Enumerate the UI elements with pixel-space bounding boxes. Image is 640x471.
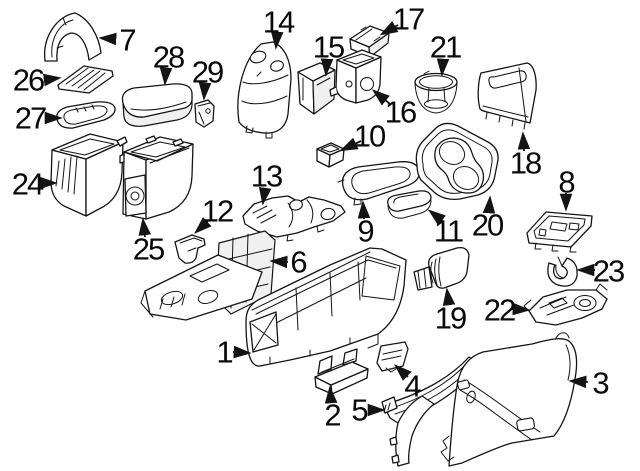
part-18-illustration (477, 62, 537, 130)
callout-label-12: 12 (201, 193, 235, 229)
callout-label-14: 14 (262, 4, 296, 40)
callout-arrow-29 (198, 82, 212, 101)
callout-arrow-22 (511, 302, 531, 316)
part-20-illustration (415, 122, 499, 200)
part-12-illustration (174, 234, 206, 264)
callout-arrow-28 (159, 67, 173, 86)
callout-arrow-2 (324, 385, 338, 404)
callout-arrow-10 (339, 137, 362, 152)
callout-label-10: 10 (353, 118, 387, 154)
part-24-illustration (50, 133, 128, 217)
callout-arrow-4 (394, 364, 412, 381)
callout-label-16: 16 (384, 94, 418, 130)
callout-label-13: 13 (250, 158, 284, 194)
callout-label-17: 17 (392, 1, 426, 37)
callout-label-26: 26 (12, 62, 46, 98)
part-25-illustration (119, 135, 194, 220)
callout-label-22: 22 (483, 292, 517, 328)
callout-label-4: 4 (404, 368, 421, 404)
part-6-illustration (140, 230, 276, 321)
part-15-illustration (297, 62, 336, 115)
callout-label-7: 7 (119, 22, 136, 58)
part-8-illustration (526, 211, 593, 253)
part-3-illustration (440, 332, 578, 467)
part-19-illustration (413, 247, 470, 291)
callout-label-5: 5 (351, 392, 368, 428)
part-10-illustration (316, 142, 345, 168)
callout-label-11: 11 (433, 213, 464, 249)
part-5-illustration (381, 356, 481, 467)
callout-arrow-6 (269, 255, 289, 269)
callout-label-23: 23 (592, 253, 626, 289)
callout-label-29: 29 (191, 54, 225, 90)
callout-arrows (39, 21, 595, 417)
callout-arrow-15 (320, 58, 334, 77)
callout-arrow-21 (436, 58, 450, 77)
part-27-illustration (56, 101, 116, 129)
callout-arrow-3 (568, 375, 589, 389)
part-1-illustration (245, 247, 407, 367)
callout-arrow-20 (482, 195, 496, 214)
callout-label-8: 8 (558, 164, 575, 200)
part-2-illustration (314, 348, 369, 395)
part-13-illustration (242, 195, 346, 242)
part-21-illustration (414, 70, 458, 114)
callout-label-2: 2 (324, 397, 341, 433)
callout-label-9: 9 (357, 213, 374, 249)
callout-arrow-1 (232, 345, 252, 359)
callout-arrow-13 (258, 186, 272, 206)
callout-arrow-18 (517, 131, 531, 152)
callout-arrow-16 (371, 89, 391, 106)
part-7-illustration (43, 12, 102, 62)
callout-arrow-9 (357, 200, 371, 220)
callout-label-15: 15 (312, 29, 346, 65)
part-28-illustration (121, 83, 193, 127)
callout-label-27: 27 (14, 100, 48, 136)
callout-label-19: 19 (434, 300, 468, 336)
callout-label-3: 3 (592, 365, 609, 401)
callout-label-28: 28 (152, 39, 186, 75)
callout-label-6: 6 (290, 244, 307, 280)
callout-label-20: 20 (471, 207, 505, 243)
callout-label-1: 1 (216, 334, 233, 370)
callout-arrow-19 (442, 287, 456, 306)
part-11-illustration (387, 190, 432, 219)
part-22-illustration (523, 283, 608, 326)
callout-arrow-25 (138, 217, 152, 238)
part-23-illustration (547, 256, 578, 287)
part-4-illustration (376, 341, 409, 373)
callout-arrow-26 (43, 73, 62, 87)
callout-arrow-14 (270, 31, 284, 50)
part-26-illustration (57, 65, 114, 94)
callout-label-18: 18 (509, 145, 543, 181)
part-29-illustration (194, 99, 215, 128)
callout-arrow-17 (379, 21, 399, 36)
callout-label-21: 21 (429, 29, 463, 65)
callout-arrow-7 (98, 32, 117, 46)
callout-label-24: 24 (11, 166, 45, 202)
callout-arrow-12 (194, 217, 212, 234)
callout-arrow-11 (427, 209, 446, 226)
callout-label-25: 25 (132, 231, 166, 267)
part-14-illustration (237, 41, 292, 139)
